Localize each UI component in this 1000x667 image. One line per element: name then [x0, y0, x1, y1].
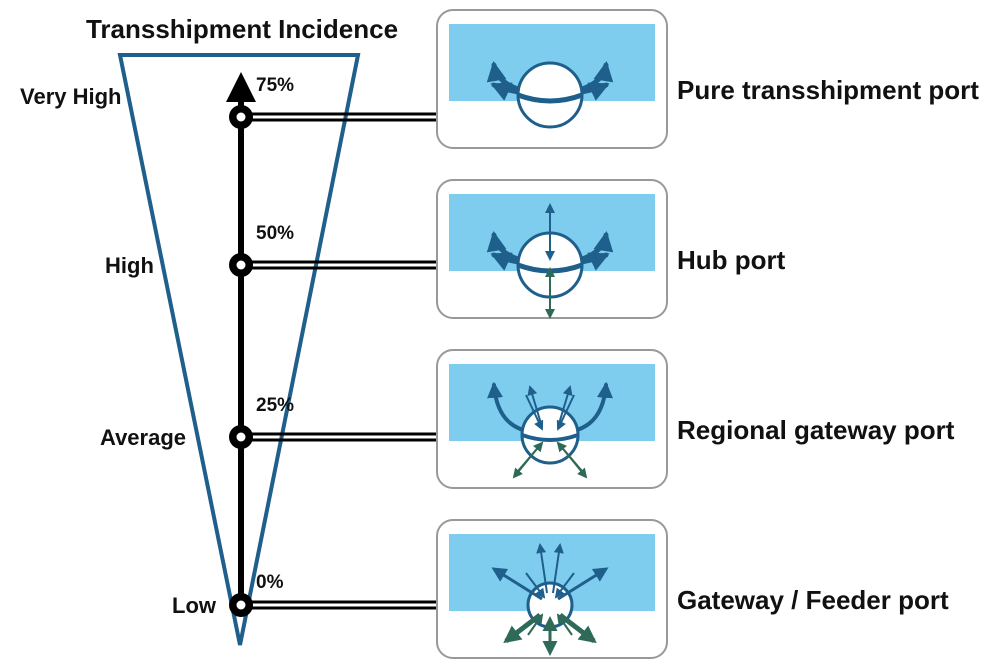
level-row: Very High 75% Pure transshipment port: [20, 75, 979, 129]
sea-radial-arrows-icon: [525, 385, 575, 431]
sea-radial-arrows-icon: [491, 543, 609, 601]
hinterland-arrows-icon: [512, 441, 588, 479]
percent-label: 75%: [256, 75, 294, 96]
port-type-label: Pure transshipment port: [677, 75, 979, 105]
percent-label: 50%: [256, 223, 294, 244]
level-row: Average 25% Regional gateway port: [100, 395, 955, 450]
port-circle: [516, 61, 584, 129]
diagram-title: Transshipment Incidence: [86, 14, 398, 44]
hinterland-arrows-icon: [503, 613, 597, 656]
level-row: Low 0% Gateway / Feeder port: [172, 572, 949, 618]
port-circle: [520, 405, 580, 465]
level-label: Average: [100, 425, 186, 450]
panel-regional-gateway: [436, 349, 668, 489]
level-node-center: [236, 432, 246, 442]
percent-label: 25%: [256, 395, 294, 416]
port-type-label: Regional gateway port: [677, 415, 955, 445]
level-label: High: [105, 253, 154, 278]
level-label: Low: [172, 593, 217, 618]
level-node-center: [236, 600, 246, 610]
panel-pure-transshipment: [436, 9, 668, 149]
port-type-label: Hub port: [677, 245, 786, 275]
level-label: Very High: [20, 84, 121, 109]
level-node-center: [236, 260, 246, 270]
level-node-center: [236, 112, 246, 122]
panel-gateway-feeder: [436, 519, 668, 659]
panel-hub: [436, 179, 668, 319]
port-type-label: Gateway / Feeder port: [677, 585, 949, 615]
percent-label: 0%: [256, 572, 284, 593]
level-row: High 50% Hub port: [105, 223, 786, 278]
